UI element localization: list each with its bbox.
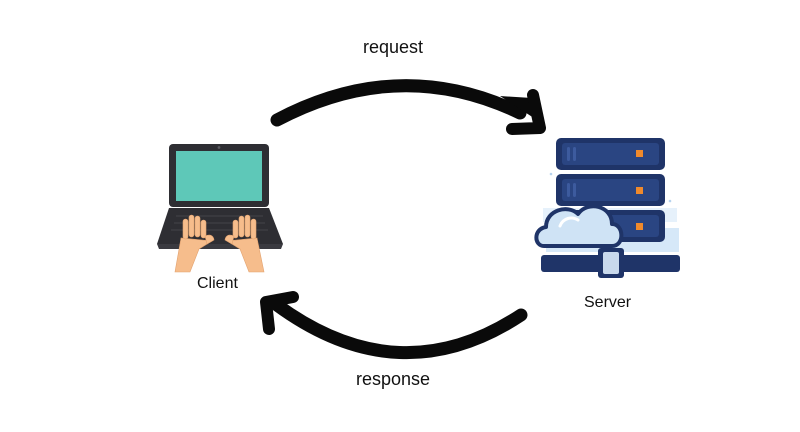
server-unit-1 [556,138,665,170]
server-label: Server [584,294,632,311]
left-hand [174,214,215,273]
status-light [636,150,643,157]
laptop-with-hands-icon [157,144,283,273]
response-label: response [356,369,431,389]
laptop-base [157,208,283,244]
cloud-icon [534,204,624,248]
response-arrow [260,291,528,360]
laptop-screen [176,151,262,201]
server-rack-with-cloud-icon [534,138,680,278]
status-light [636,223,643,230]
laptop-camera [217,146,221,149]
request-label: request [363,37,424,57]
status-light [636,187,643,194]
server-unit-2 [556,174,665,206]
request-arrow [270,79,546,135]
right-hand [224,214,265,273]
client-label: Client [197,275,238,292]
